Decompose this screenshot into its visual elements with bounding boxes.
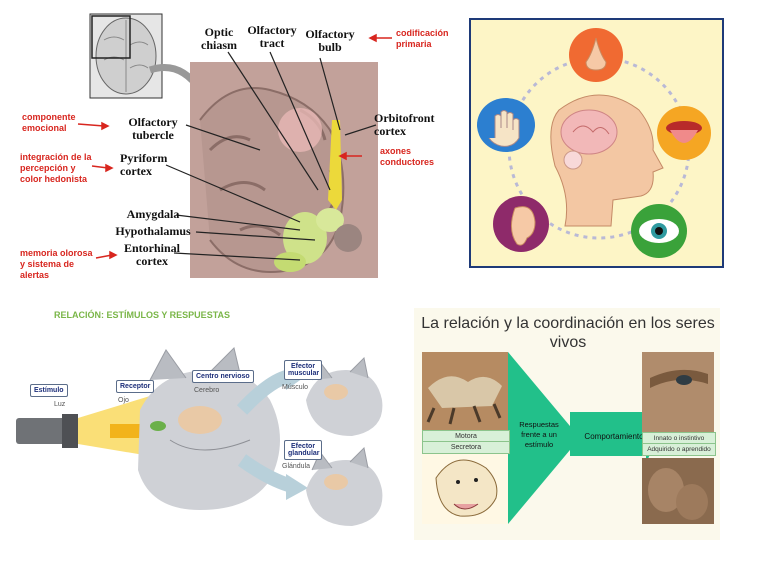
label-pyriform-cortex: Pyriform cortex xyxy=(120,151,168,178)
annotation-emocional: componente emocional xyxy=(22,112,76,133)
annotation-codificacion: codificación primaria xyxy=(396,28,449,49)
label-olfactory-bulb: Olfactory bulb xyxy=(305,27,355,54)
eye-icon xyxy=(631,204,687,258)
senses-panel xyxy=(469,18,724,268)
musculo-label: Músculo xyxy=(282,384,309,391)
tongue-icon xyxy=(657,106,711,160)
coordination-panel: La relación y la coordinación en los ser… xyxy=(414,308,720,540)
label-amygdala: Amygdala xyxy=(126,207,180,221)
innato-label: Innato o instintivo xyxy=(642,432,716,445)
adquirido-label: Adquirido o aprendido xyxy=(642,443,716,456)
label-hypothalamus: Hypothalamus xyxy=(115,224,191,238)
stimulus-panel-title: RELACIÓN: ESTÍMULOS Y RESPUESTAS xyxy=(54,310,231,320)
estimulo-box: Estímulo xyxy=(30,384,68,397)
nose-icon xyxy=(569,28,623,82)
efector-glandular-box: Efector glandular xyxy=(284,440,322,460)
annotation-integracion: integración de la percepción y color hed… xyxy=(20,152,92,184)
glandula-label: Glándula xyxy=(282,463,311,470)
label-entorhinal-cortex: Entorhinal cortex xyxy=(123,241,180,268)
luz-label: Luz xyxy=(54,401,66,408)
coordination-diagram xyxy=(422,352,714,524)
respuestas-label: Respuestas frente a un estímulo xyxy=(519,420,559,449)
secretora-label: Secretora xyxy=(422,441,510,454)
ojo-label: Ojo xyxy=(118,397,129,404)
ear-icon xyxy=(493,196,549,252)
centro-nervioso-box: Centro nervioso xyxy=(192,370,254,383)
label-olfactory-tract: Olfactory tract xyxy=(247,23,297,50)
receptor-box: Receptor xyxy=(116,380,155,393)
comportamiento-label: Comportamiento xyxy=(584,432,644,441)
hand-icon xyxy=(477,98,535,152)
label-orbitofrontal-cortex: Orbitofront cortex xyxy=(374,111,435,138)
label-olfactory-tubercle: Olfactory tubercle xyxy=(128,115,178,142)
coordination-title: La relación y la coordinación en los ser… xyxy=(421,315,715,351)
cerebro-label: Cerebro xyxy=(194,387,220,394)
annotation-axones: axones conductores xyxy=(380,146,435,167)
annotation-memoria: memoria olorosa y sistema de alertas xyxy=(20,248,93,280)
label-optic-chiasm: Optic chiasm xyxy=(201,25,237,52)
efector-muscular-box: Efector muscular xyxy=(284,360,322,380)
